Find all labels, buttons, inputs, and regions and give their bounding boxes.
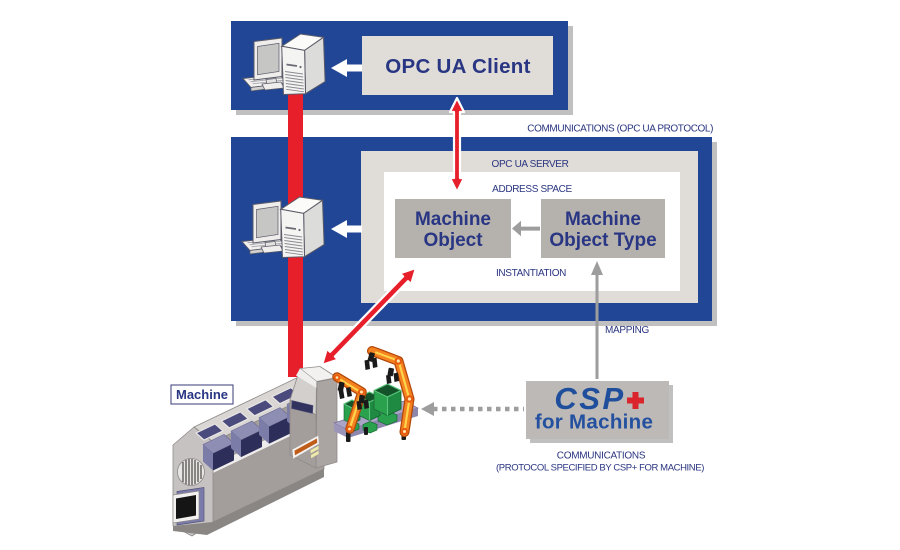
svg-text:ADDRESS SPACE: ADDRESS SPACE (492, 184, 572, 195)
svg-text:for Machine: for Machine (535, 411, 653, 434)
svg-text:(PROTOCOL SPECIFIED BY CSP+ FO: (PROTOCOL SPECIFIED BY CSP+ FOR MACHINE) (496, 463, 704, 474)
svg-text:Object: Object (423, 230, 483, 251)
svg-text:MAPPING: MAPPING (605, 325, 650, 336)
svg-text:CSP: CSP (554, 381, 625, 416)
svg-text:INSTANTIATION: INSTANTIATION (496, 268, 566, 279)
svg-text:COMMUNICATIONS (OPC UA PROTOCO: COMMUNICATIONS (OPC UA PROTOCOL) (527, 124, 713, 135)
svg-text:OPC UA Client: OPC UA Client (385, 55, 531, 78)
svg-text:COMMUNICATIONS: COMMUNICATIONS (557, 451, 646, 462)
svg-text:Machine: Machine (176, 387, 228, 402)
svg-text:Object Type: Object Type (549, 230, 656, 251)
svg-text:OPC UA SERVER: OPC UA SERVER (492, 159, 569, 170)
svg-text:Machine: Machine (415, 209, 491, 230)
svg-text:Machine: Machine (565, 209, 641, 230)
